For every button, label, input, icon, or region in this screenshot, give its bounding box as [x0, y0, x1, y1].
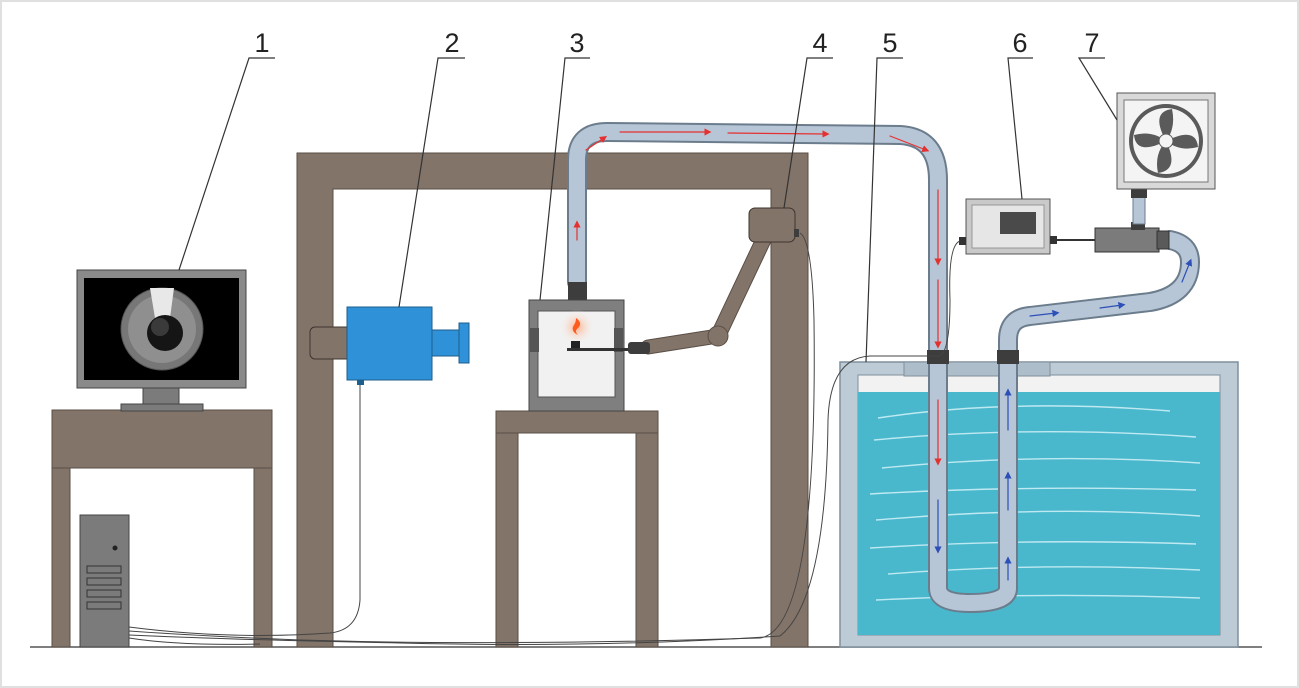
pc-tower-icon: [79, 514, 130, 648]
support-frame: [296, 152, 809, 648]
fan-icon: [1116, 92, 1216, 190]
callout-leaders: [178, 57, 1118, 363]
callout-5: 5: [882, 28, 897, 58]
signal-cables: [128, 232, 961, 645]
water-waves: [869, 405, 1201, 601]
flame-icon: [572, 318, 581, 335]
furnace-stand: [495, 410, 659, 648]
hose-fitting-right: [997, 350, 1019, 364]
water-tank-icon: [839, 361, 1239, 648]
pump-icon: [1057, 188, 1170, 253]
callout-3: 3: [569, 28, 584, 58]
monitor-icon: [76, 269, 247, 412]
callout-2: 2: [444, 28, 459, 58]
callout-6: 6: [1012, 28, 1027, 58]
controller-display: [1000, 212, 1036, 234]
robot-arm-icon: [628, 207, 799, 355]
cold-flow-arrows: [934, 258, 1193, 581]
callout-4: 4: [812, 28, 827, 58]
callout-labels: 1 2 3 4 5 6 7: [254, 28, 1099, 58]
furnace-icon: [528, 282, 635, 412]
hot-flow-arrows: [573, 128, 942, 466]
computer-desk: [51, 409, 273, 648]
camera-icon: [309, 306, 470, 385]
callout-1: 1: [254, 28, 269, 58]
hose-fitting-left: [927, 350, 949, 364]
sample-icon: [571, 341, 580, 348]
cooling-hose: [567, 122, 1200, 613]
callout-7: 7: [1084, 28, 1099, 58]
controller-icon: [959, 198, 1057, 255]
tank-lid: [903, 361, 1051, 377]
